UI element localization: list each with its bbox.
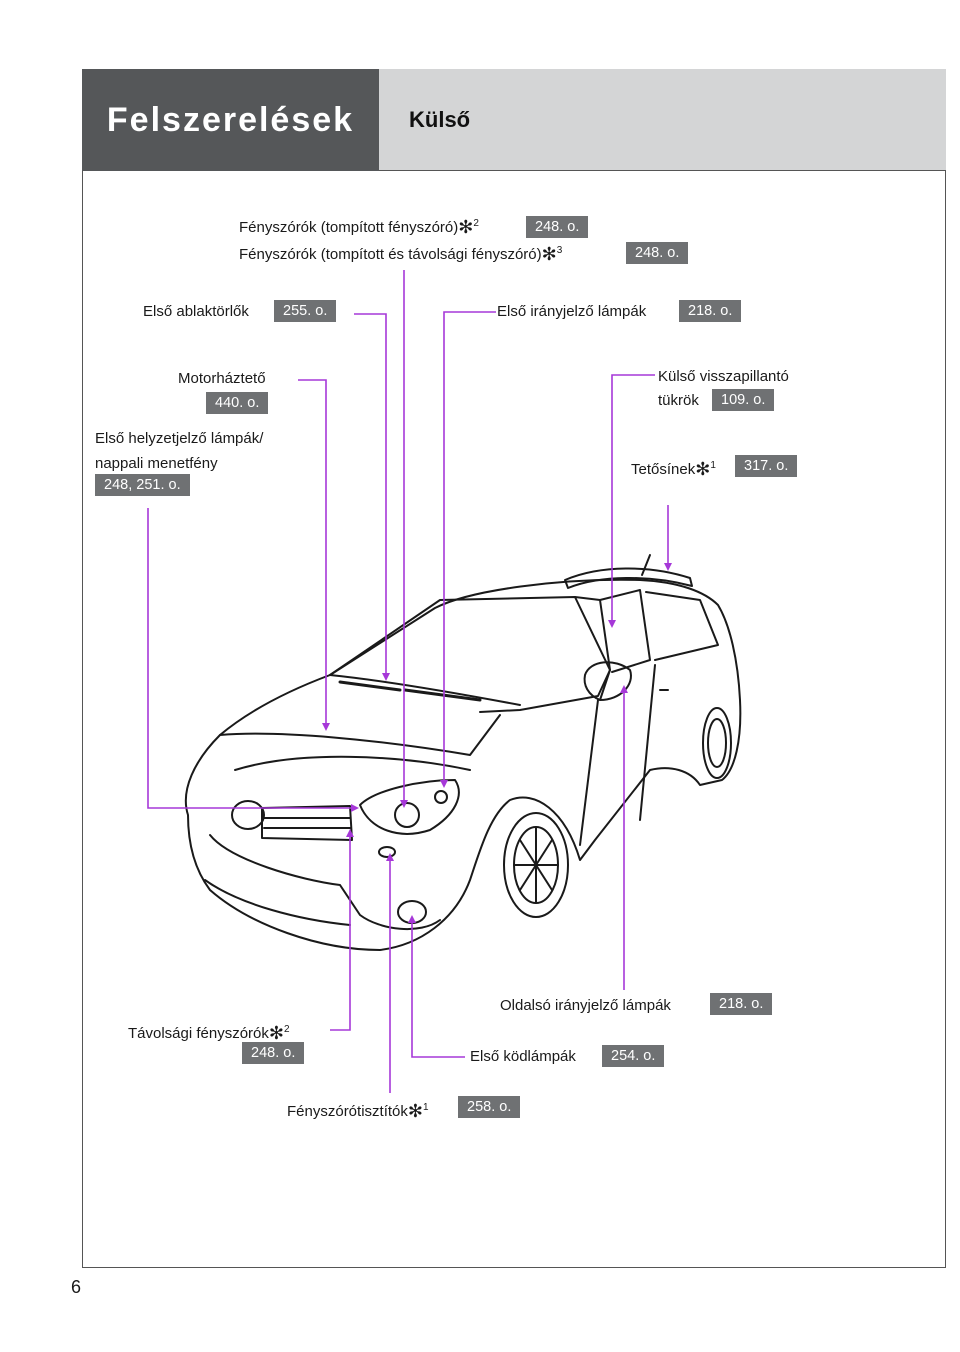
page-ref-fog-lamps[interactable]: 254. o. (602, 1045, 665, 1067)
label-position-lamps-line2: nappali menetfény (95, 455, 218, 472)
page-ref-high-beam[interactable]: 248. o. (242, 1042, 305, 1064)
asterisk-icon: ✻ (541, 244, 557, 264)
page-ref-headlights-lowhigh[interactable]: 248. o. (626, 242, 689, 264)
label-hood: Motorháztető (178, 370, 266, 387)
page-ref-side-turn[interactable]: 218. o. (710, 993, 773, 1015)
page-ref-front-turn[interactable]: 218. o. (679, 300, 742, 322)
section-title: Felszerelések (106, 100, 355, 139)
page-header: Külső (379, 69, 946, 171)
asterisk-icon: ✻ (695, 459, 711, 479)
page-title: Külső (409, 107, 471, 132)
label-mirrors-line1: Külső visszapillantó (658, 368, 789, 385)
page-ref-mirrors[interactable]: 109. o. (712, 389, 775, 411)
page-ref-headlights-low[interactable]: 248. o. (526, 216, 589, 238)
asterisk-icon: ✻ (407, 1101, 423, 1121)
label-mirrors-line2: tükrök (658, 392, 699, 409)
page-ref-washers[interactable]: 258. o. (458, 1096, 521, 1118)
label-side-turn: Oldalsó irányjelző lámpák (500, 997, 671, 1014)
page-ref-roof-rails[interactable]: 317. o. (735, 455, 798, 477)
label-high-beam: Távolsági fényszórók✻2 (128, 1023, 290, 1043)
page-number: 6 (71, 1277, 82, 1297)
page-ref-position-lamps[interactable]: 248, 251. o. (95, 474, 190, 496)
label-position-lamps-line1: Első helyzetjelző lámpák/ (95, 430, 264, 447)
label-washers: Fényszórótisztítók✻1 (287, 1101, 429, 1121)
label-front-turn: Első irányjelző lámpák (497, 303, 647, 320)
label-roof-rails: Tetősínek✻1 (631, 459, 716, 479)
asterisk-icon: ✻ (268, 1023, 284, 1043)
page-ref-hood[interactable]: 440. o. (206, 392, 269, 414)
label-front-wipers: Első ablaktörlők (143, 303, 249, 320)
section-header: Felszerelések (82, 69, 379, 171)
label-headlights-low: Fényszórók (tompított fényszóró)✻2 (239, 217, 479, 237)
label-fog-lamps: Első ködlámpák (470, 1048, 576, 1065)
label-headlights-lowhigh: Fényszórók (tompított és távolsági fénys… (239, 244, 563, 264)
asterisk-icon: ✻ (458, 217, 474, 237)
page-ref-front-wipers[interactable]: 255. o. (274, 300, 337, 322)
